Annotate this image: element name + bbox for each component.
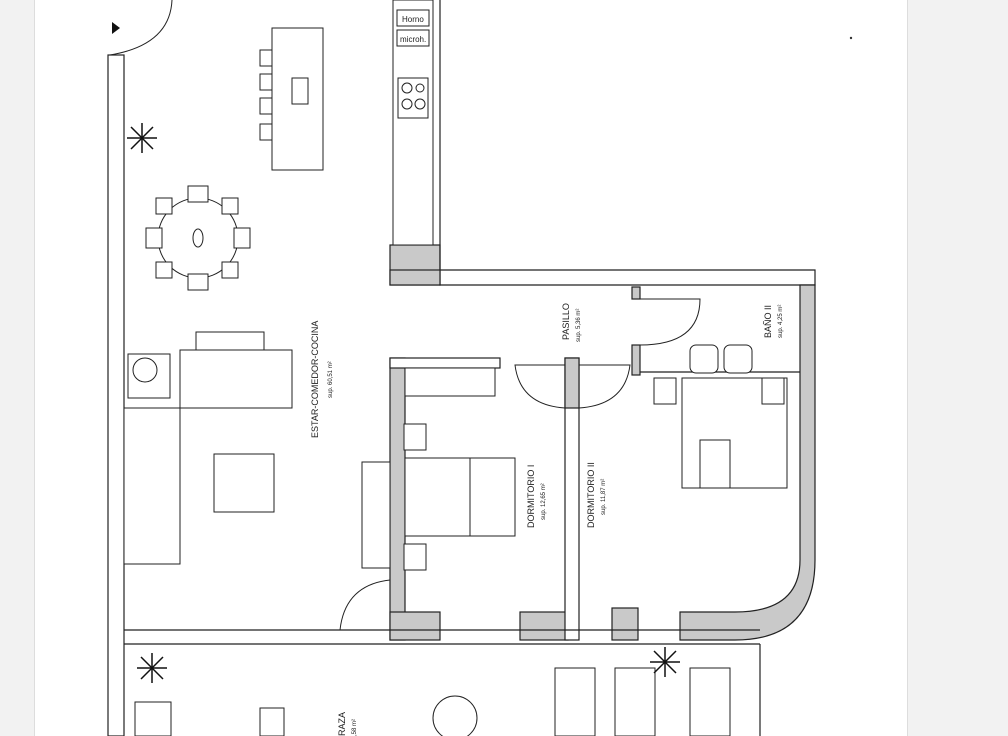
bed2-south-wall xyxy=(611,607,639,641)
plants xyxy=(127,123,680,683)
room-labels: ESTAR-COMEDOR-COCINA sup. 60,51 m² PASIL… xyxy=(310,303,784,736)
lounger-1 xyxy=(554,667,596,736)
bed2-door xyxy=(578,364,631,409)
microwave-label: microh. xyxy=(400,35,426,44)
bath-door xyxy=(639,298,701,346)
living-name: ESTAR-COMEDOR-COCINA xyxy=(310,321,320,438)
kitchen xyxy=(259,0,434,246)
doors xyxy=(109,0,701,631)
hall-name: PASILLO xyxy=(561,303,571,340)
bed1-door xyxy=(514,364,566,409)
bed1-west-wall xyxy=(389,357,406,641)
terrace-sofa xyxy=(134,701,172,736)
sofa xyxy=(179,349,293,409)
bath-door-jamb xyxy=(631,286,641,300)
hall-area: sup. 5,36 m² xyxy=(576,309,582,342)
bath-wall-stub xyxy=(631,344,641,376)
living-door xyxy=(339,579,391,631)
east-curved-wall xyxy=(679,284,816,641)
bed2-area: sup. 11,87 m² xyxy=(601,479,607,515)
bidet xyxy=(723,344,753,374)
plant-icon xyxy=(127,123,157,153)
bed1-area: sup. 12,65 m² xyxy=(541,483,547,520)
bed1-south-wall-left xyxy=(389,611,441,641)
entry-arrow-icon xyxy=(112,22,120,34)
terrace-chair xyxy=(259,707,285,736)
terrace-name: RAZA xyxy=(337,712,347,736)
living-area: sup. 60,51 m² xyxy=(328,361,334,398)
bath2-name: BAÑO II xyxy=(763,305,773,338)
north-wall xyxy=(439,0,816,286)
north-wall-fill xyxy=(389,269,441,286)
lounger-3 xyxy=(689,667,731,736)
bed2-name: DORMITORIO II xyxy=(586,462,596,528)
wardrobe xyxy=(404,367,496,397)
plant-icon xyxy=(650,647,680,677)
plant-icon xyxy=(137,653,167,683)
coffee-table xyxy=(213,453,275,513)
bed1-south-wall-mid xyxy=(519,611,569,641)
bed1-name: DORMITORIO I xyxy=(526,465,536,528)
oven-label: Horno xyxy=(402,15,424,24)
entrance-door xyxy=(109,0,173,56)
speck xyxy=(849,36,853,40)
terrace-area: ,58 m² xyxy=(352,719,358,736)
toilet xyxy=(689,344,719,374)
partition-fill xyxy=(564,357,580,409)
dining-chairs xyxy=(145,185,251,291)
sofa-left xyxy=(123,407,181,565)
bed1-north-wall xyxy=(389,357,501,369)
tv-unit xyxy=(361,461,391,569)
walls xyxy=(107,0,816,736)
furniture xyxy=(123,185,788,736)
terrace-table xyxy=(432,695,478,736)
lounger-2 xyxy=(614,667,656,736)
bath2-area: sup. 4,25 m² xyxy=(778,305,784,338)
left-exterior-wall xyxy=(107,54,125,736)
